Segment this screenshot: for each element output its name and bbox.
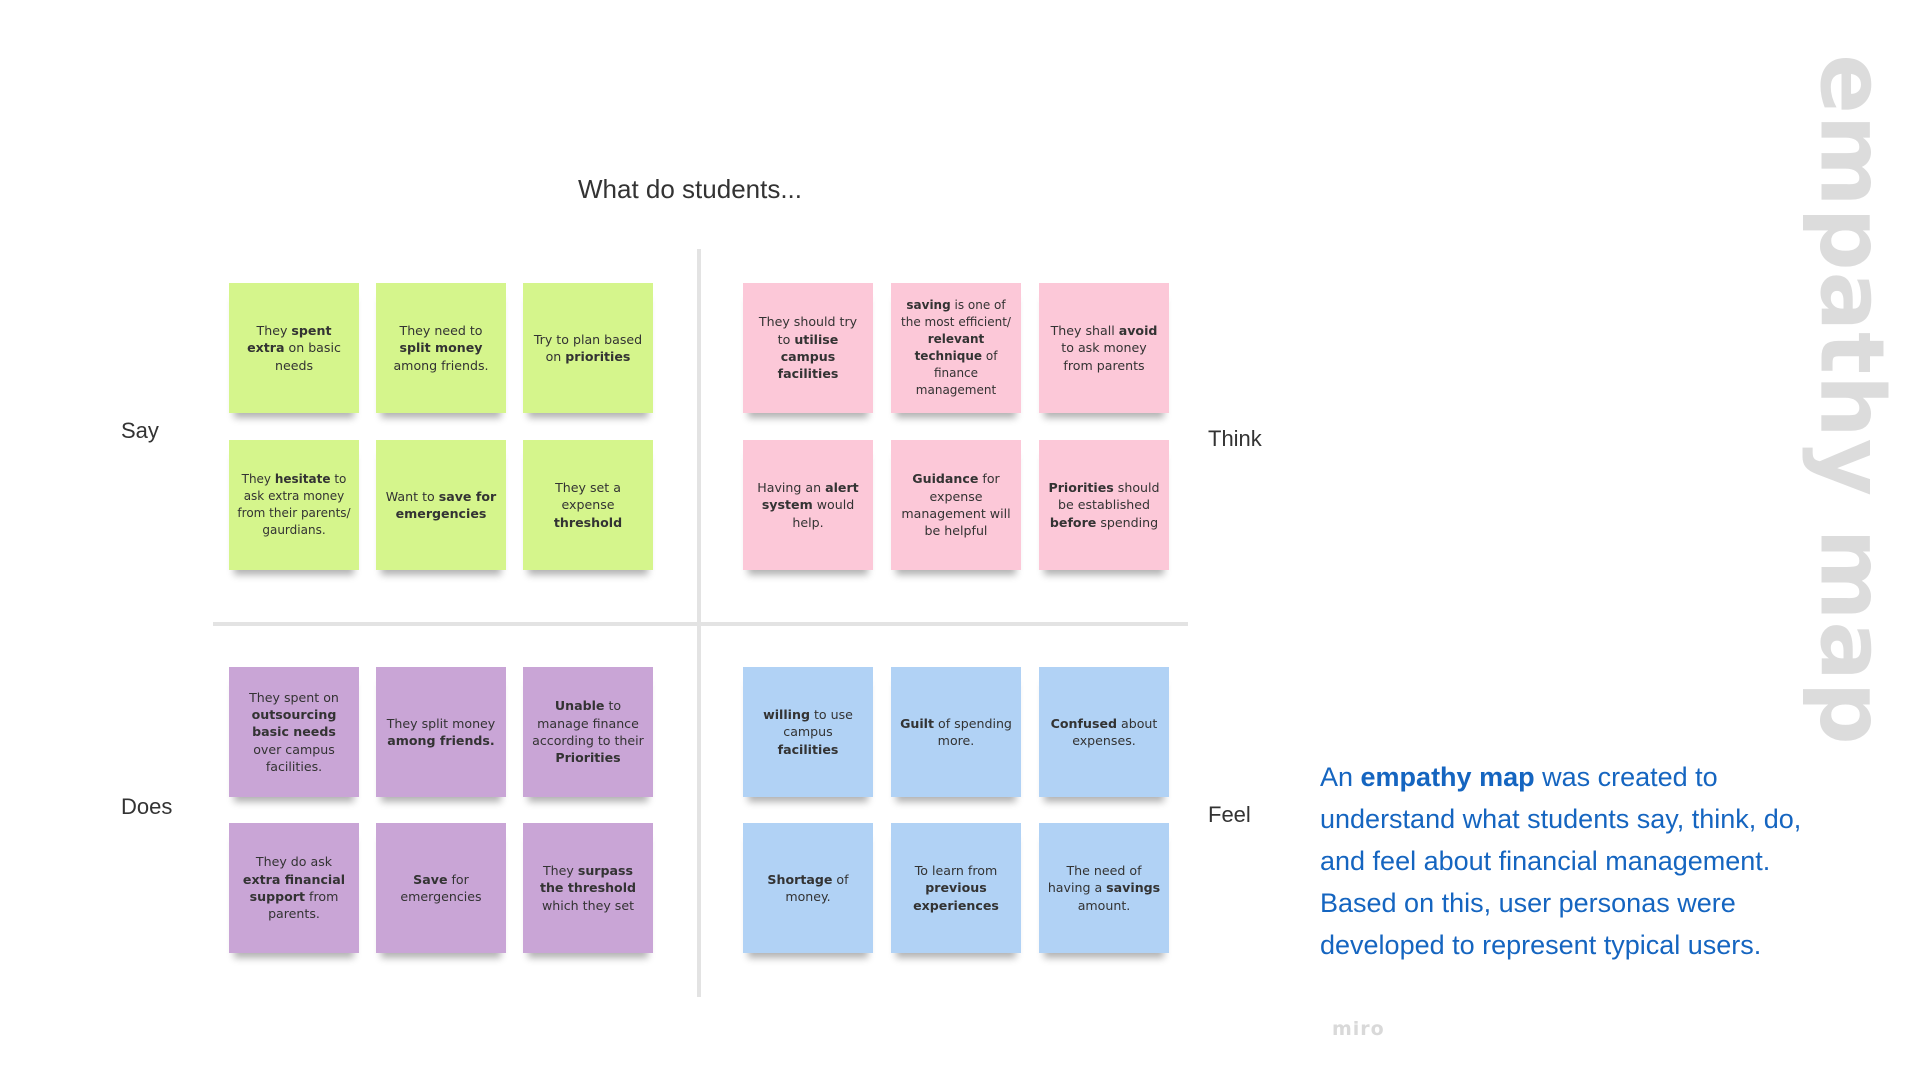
sticky-note[interactable]: To learn from previous experiences <box>891 823 1021 953</box>
page-question: What do students... <box>578 174 803 204</box>
note-text: To learn from previous experiences <box>913 862 999 913</box>
sticky-note[interactable]: They split money among friends. <box>376 667 506 797</box>
sticky-note[interactable]: They spent extra on basic needs <box>229 283 359 413</box>
note-text: Save for emergencies <box>400 871 482 904</box>
note-text: They surpass the threshold which they se… <box>539 862 637 913</box>
horizontal-divider <box>213 622 1188 626</box>
sticky-note[interactable]: Try to plan based on priorities <box>523 283 653 413</box>
note-text: Confused about expenses. <box>1050 715 1158 748</box>
quadrant-label-does: Does <box>121 794 173 819</box>
sticky-note[interactable]: They need to split money among friends. <box>376 283 506 413</box>
sticky-note[interactable]: Shortage of money. <box>743 823 873 953</box>
note-text: An empathy map was created to understand… <box>1320 762 1802 960</box>
sticky-note[interactable]: They do ask extra financial support from… <box>229 823 359 953</box>
note-text: Priorities should be established before … <box>1048 479 1160 530</box>
sticky-note[interactable]: They should try to utilise campus facili… <box>743 283 873 413</box>
sticky-note[interactable]: Unable to manage finance according to th… <box>523 667 653 797</box>
note-text: saving is one of the most efficient/ rel… <box>901 297 1011 398</box>
quadrant-label-think: Think <box>1208 426 1262 451</box>
sticky-note[interactable]: Guidance for expense management will be … <box>891 440 1021 570</box>
sticky-note[interactable]: Save for emergencies <box>376 823 506 953</box>
description-text: An empathy map was created to understand… <box>1320 756 1840 966</box>
sticky-note[interactable]: Guilt of spending more. <box>891 667 1021 797</box>
sticky-note[interactable]: The need of having a savings amount. <box>1039 823 1169 953</box>
note-text: They hesitate to ask extra money from th… <box>237 471 351 538</box>
sticky-note[interactable]: saving is one of the most efficient/ rel… <box>891 283 1021 413</box>
sticky-note[interactable]: Want to save for emergencies <box>376 440 506 570</box>
note-text: Shortage of money. <box>767 871 849 904</box>
note-text: Guidance for expense management will be … <box>901 471 1011 539</box>
sticky-note[interactable]: Confused about expenses. <box>1039 667 1169 797</box>
note-text: Having an alert system would help. <box>757 479 859 530</box>
sticky-note[interactable]: They surpass the threshold which they se… <box>523 823 653 953</box>
note-text: They should try to utilise campus facili… <box>758 314 858 382</box>
sticky-note[interactable]: willing to use campus facilities <box>743 667 873 797</box>
sticky-note[interactable]: Priorities should be established before … <box>1039 440 1169 570</box>
note-text: They do ask extra financial support from… <box>242 854 346 922</box>
sticky-note[interactable]: They shall avoid to ask money from paren… <box>1039 283 1169 413</box>
note-text: The need of having a savings amount. <box>1047 862 1161 913</box>
sticky-note[interactable]: Having an alert system would help. <box>743 440 873 570</box>
sticky-note[interactable]: They spent on outsourcing basic needs ov… <box>229 667 359 797</box>
note-text: They spent extra on basic needs <box>247 322 341 373</box>
side-title: empathy map <box>1800 54 1904 746</box>
note-text: willing to use campus facilities <box>763 706 853 757</box>
quadrant-label-feel: Feel <box>1208 802 1251 827</box>
note-text: They split money among friends. <box>386 715 496 748</box>
sticky-note[interactable]: They hesitate to ask extra money from th… <box>229 440 359 570</box>
miro-logo: miro <box>1332 1018 1385 1040</box>
note-text: They shall avoid to ask money from paren… <box>1050 322 1158 373</box>
note-text: Try to plan based on priorities <box>533 331 643 364</box>
note-text: They set a expense threshold <box>553 479 623 530</box>
sticky-note[interactable]: They set a expense threshold <box>523 440 653 570</box>
note-text: Guilt of spending more. <box>900 715 1012 748</box>
note-text: Unable to manage finance according to th… <box>532 698 644 766</box>
note-text: They need to split money among friends. <box>393 322 489 373</box>
note-text: They spent on outsourcing basic needs ov… <box>249 689 339 775</box>
note-text: Want to save for emergencies <box>385 488 497 521</box>
quadrant-label-say: Say <box>121 418 159 443</box>
